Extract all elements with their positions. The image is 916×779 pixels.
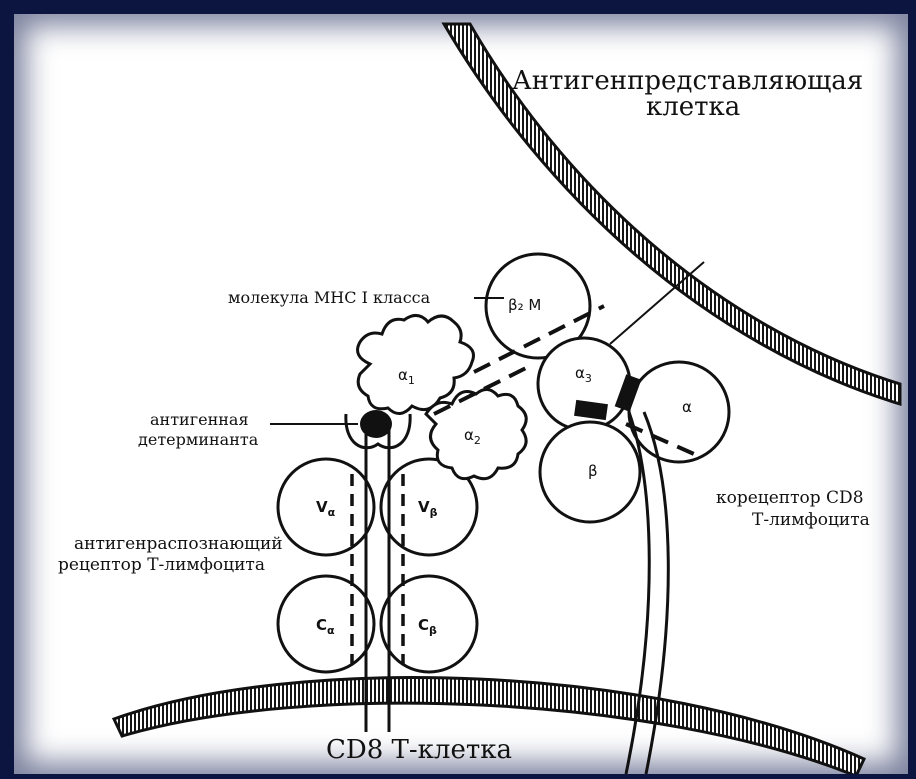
b2m-label: β₂ M xyxy=(508,296,541,314)
alpha1-label: α1 xyxy=(398,366,415,387)
tcr-label-line2: рецептор Т-лимфоцита xyxy=(58,557,265,575)
antigen-label-line1: антигенная xyxy=(150,412,249,429)
antigen-determinant xyxy=(360,410,392,438)
diagram-canvas: Антигенпредставляющая клетка молекула МН… xyxy=(14,14,908,774)
tcr-label-line1: антигенраспознающий xyxy=(74,536,283,554)
tcell-label: CD8 Т-клетка xyxy=(326,737,512,764)
vb-label: Vβ xyxy=(418,498,437,519)
cd8-label-line2: Т-лимфоцита xyxy=(752,512,870,530)
va-label: Vα xyxy=(316,498,335,519)
cb-label: Cβ xyxy=(418,616,437,637)
alpha3-label: α3 xyxy=(575,364,592,385)
alpha2-label: α2 xyxy=(464,426,481,447)
diagram-svg xyxy=(14,14,908,774)
mhc-label: молекула МНС I класса xyxy=(228,290,430,307)
cd8-beta-label: β xyxy=(588,462,598,480)
apc-label-line2: клетка xyxy=(646,94,740,121)
cd8-alpha-label: α xyxy=(682,398,692,416)
ca-label: Cα xyxy=(316,616,335,637)
antigen-label-line2: детерминанта xyxy=(138,432,258,449)
cd8-label-line1: корецептор CD8 xyxy=(716,490,864,508)
